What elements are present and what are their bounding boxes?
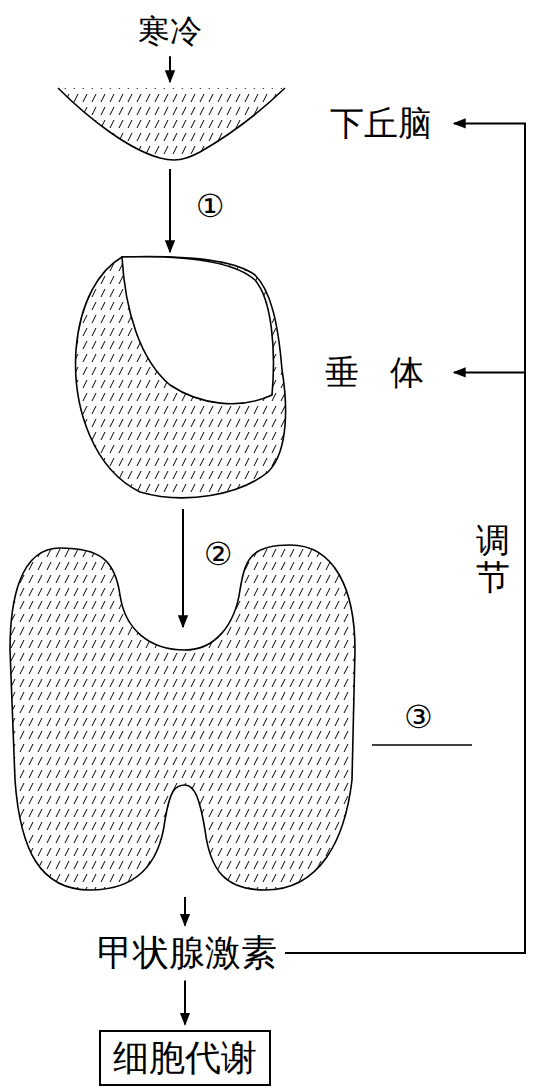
plain-text: 甲状腺激素 bbox=[97, 931, 277, 974]
arrow-connector bbox=[184, 897, 186, 925]
stimulus-text: 寒冷 bbox=[138, 12, 202, 50]
pituitary-shape: 垂 体 bbox=[75, 255, 450, 503]
hormone-text: 甲状腺激素 bbox=[97, 931, 277, 974]
thyroid-outline bbox=[10, 545, 355, 890]
part-name: ③ bbox=[404, 698, 433, 736]
arrow-connector bbox=[169, 56, 171, 82]
arrow-connector bbox=[169, 169, 171, 252]
part-name: 下丘脑 bbox=[330, 103, 432, 144]
arrow-connector bbox=[182, 509, 184, 627]
thyroid-shape: ③ bbox=[10, 545, 475, 891]
pituitary-face bbox=[122, 257, 273, 404]
arrow-connector bbox=[184, 981, 186, 1025]
callout-number: ② bbox=[204, 537, 233, 572]
box-text: 细胞代谢 bbox=[113, 1036, 257, 1079]
result-box: 细胞代谢 bbox=[99, 1030, 271, 1085]
answer-blank-line bbox=[372, 744, 472, 746]
feedback-label: 调节 bbox=[476, 522, 510, 597]
pituitary-body bbox=[76, 257, 286, 498]
part-name: 垂 体 bbox=[325, 352, 424, 393]
hypothalamus-hatch bbox=[58, 88, 285, 160]
hypothalamus-shape: 下丘脑 bbox=[58, 88, 450, 163]
plain-text: 寒冷 bbox=[138, 12, 202, 50]
hypothalamus-outline bbox=[58, 88, 285, 160]
callout-number: ① bbox=[196, 189, 225, 224]
